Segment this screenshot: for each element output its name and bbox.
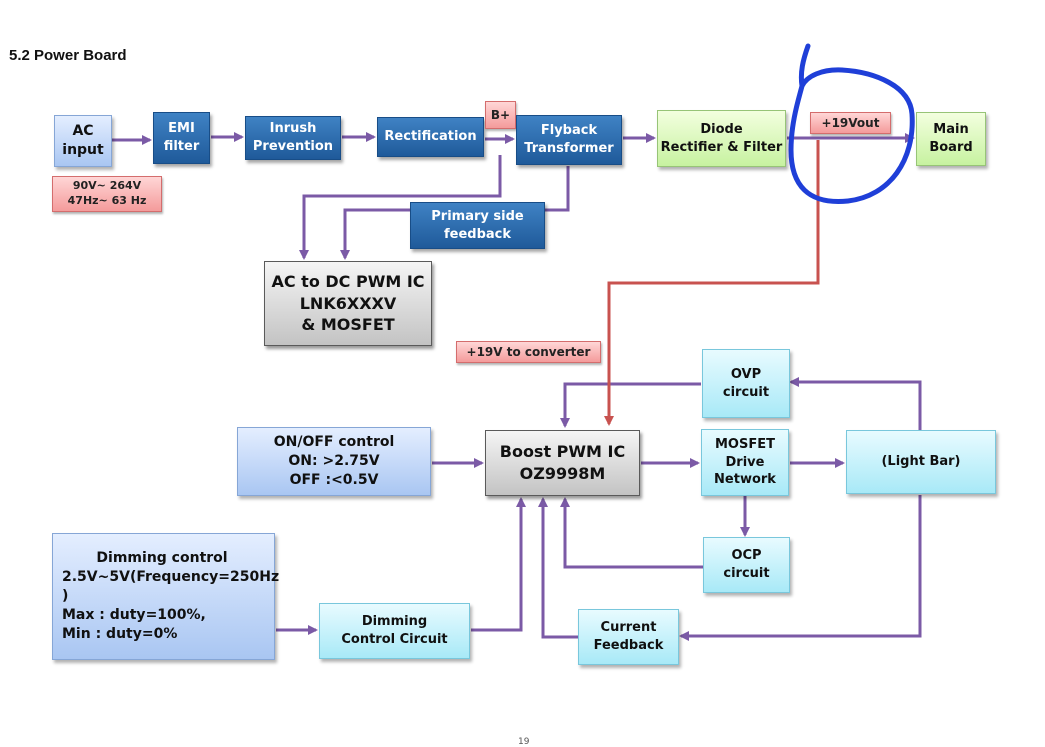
- rectification-block: Rectification: [377, 117, 484, 157]
- ovp-circuit-block: OVP circuit: [702, 349, 790, 418]
- light-bar-block: (Light Bar): [846, 430, 996, 494]
- b-plus-label: B+: [485, 101, 516, 129]
- dimming-control-circuit-block: Dimming Control Circuit: [319, 603, 470, 659]
- vout-label: +19Vout: [810, 112, 891, 134]
- main-board-block: Main Board: [916, 112, 986, 166]
- handwritten-annotation-circle: [788, 43, 915, 204]
- page-number: 19: [518, 737, 530, 747]
- ac-dc-pwm-ic-block: AC to DC PWM IC LNK6XXXV & MOSFET: [264, 261, 432, 346]
- ac-spec-label: 90V~ 264V 47Hz~ 63 Hz: [52, 176, 162, 212]
- power-line-19v-to-boost: [604, 140, 820, 426]
- emi-filter-block: EMI filter: [153, 112, 210, 164]
- boost-pwm-ic-block: Boost PWM IC OZ9998M: [485, 430, 640, 496]
- dimming-control-block: Dimming control 2.5V~5V(Frequency=250Hz …: [52, 533, 279, 660]
- arrow-ovp-to-boost: [560, 382, 701, 428]
- to-converter-label: +19V to converter: [456, 341, 601, 363]
- diode-rectifier-block: Diode Rectifier & Filter: [657, 110, 786, 167]
- inrush-prevention-block: Inrush Prevention: [245, 116, 341, 160]
- arrow-lightbar-to-current-fb: [679, 495, 922, 641]
- arrow-current-fb-to-boost: [538, 497, 578, 639]
- flyback-transformer-block: Flyback Transformer: [516, 115, 622, 165]
- ocp-circuit-block: OCP circuit: [703, 537, 790, 593]
- arrow-rect-to-pwm: [299, 155, 502, 260]
- ac-input-block: AC input: [54, 115, 112, 167]
- mosfet-drive-block: MOSFET Drive Network: [701, 429, 789, 496]
- current-feedback-block: Current Feedback: [578, 609, 679, 665]
- arrow-ocp-to-boost: [560, 497, 703, 569]
- primary-feedback-block: Primary side feedback: [410, 202, 545, 249]
- arrow-lightbar-to-ovp: [789, 377, 922, 430]
- onoff-control-block: ON/OFF control ON: >2.75V OFF :<0.5V: [237, 427, 431, 496]
- section-heading: 5.2 Power Board: [9, 47, 127, 64]
- arrow-dim-circuit-to-boost: [471, 497, 526, 632]
